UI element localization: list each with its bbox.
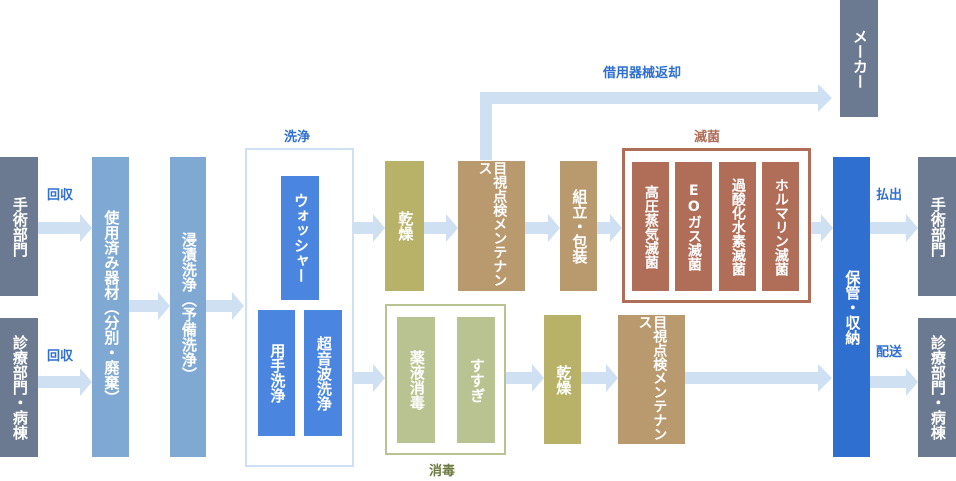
arrow-inspect-to-assembly [525,214,560,242]
step-washer: ウォッシャー [281,176,319,300]
step-chemical-disinfect: 薬液消毒 [397,317,435,443]
arrow-dry-to-inspect [424,214,458,242]
step-inspect-bottom: 目視点検メンテナンス [618,315,685,444]
source-clinical: 診療部門・病棟 [0,318,38,457]
step-formalin: ホルマリン滅菌 [762,162,799,291]
arrow-wash-to-dry [353,214,385,242]
collect-label-bottom: 回収 [47,349,74,364]
maker: メーカー [840,0,878,117]
arrow-delivery [870,368,918,396]
dispatch-label: 払出 [876,188,903,203]
arrow-dispatch [870,214,918,242]
arrow-used-to-soak [129,292,170,320]
arrow-collect-bottom [38,368,92,396]
loan-return-label: 借用器械返却 [603,66,682,81]
step-autoclave: 高圧蒸気滅菌 [632,162,669,291]
step-storage: 保管・収納 [833,157,870,457]
step-rinse: すすぎ [457,317,495,443]
arrow-collect-top [38,214,92,242]
sterilization-group-label: 滅菌 [694,130,721,145]
destination-clinical: 診療部門・病棟 [918,318,956,457]
arrow-loan-return [480,84,832,160]
step-inspect-top: 目視点検メンテナンス [458,161,525,291]
washing-group-label: 洗浄 [284,130,311,145]
arrow-soak-to-wash [206,292,244,320]
step-used-items: 使用済み器材（分別・廃棄） [92,157,129,457]
washing-group-frame [245,148,354,467]
delivery-label: 配送 [876,345,903,360]
step-dry-bottom: 乾燥 [544,315,581,444]
arrow-assembly-to-sterilize [597,214,622,242]
step-ultrasonic: 超音波洗浄 [304,310,342,436]
destination-surgery: 手術部門 [918,157,956,296]
collect-label-top: 回収 [47,188,74,203]
step-hand-wash: 用手洗浄 [258,310,295,436]
arrow-inspect-to-storage [685,364,832,392]
source-surgery: 手術部門 [0,157,38,296]
sterilization-group-frame [622,148,811,303]
arrow-sterilize-to-storage [811,214,833,242]
arrow-wash-to-disinfect [353,364,385,392]
step-eo: EOガス滅菌 [675,162,712,291]
disinfection-group-frame [385,304,506,455]
step-h2o2: 過酸化水素滅菌 [719,162,756,291]
step-assembly: 組立・包装 [560,161,597,291]
arrow-rinse-to-dry [506,364,544,392]
disinfection-group-label: 消毒 [429,464,456,479]
step-dry-top: 乾燥 [385,161,424,291]
step-soak-wash: 浸漬洗浄（予備洗浄） [170,157,206,457]
arrow-dry-to-inspect-bottom [581,364,618,392]
